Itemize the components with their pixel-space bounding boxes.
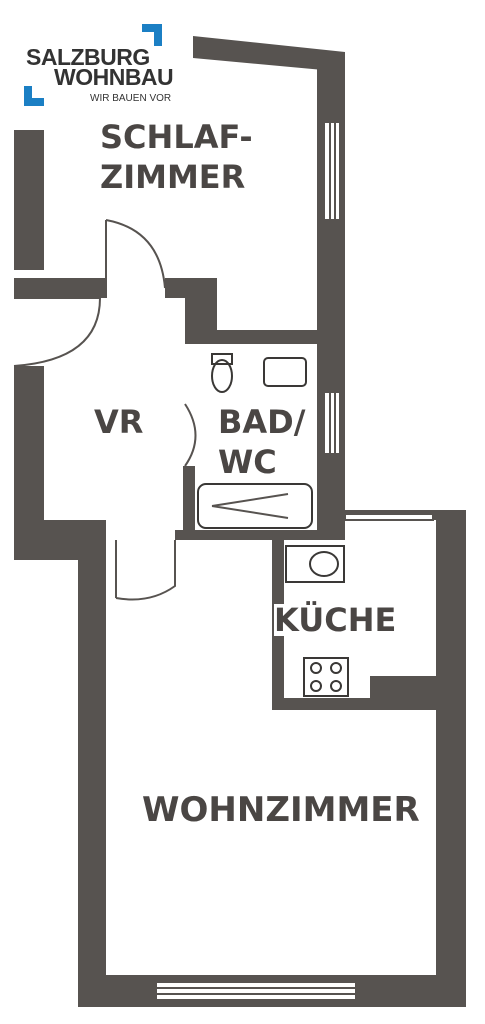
room-label-bath-line1: BAD/ bbox=[218, 403, 306, 441]
burner-3 bbox=[310, 680, 322, 692]
room-label-hall: VR bbox=[94, 403, 144, 441]
cooktop bbox=[303, 657, 349, 697]
living-door-swing bbox=[115, 540, 176, 601]
bathtub bbox=[197, 483, 313, 529]
washbasin bbox=[263, 357, 307, 387]
bedroom-left-wall bbox=[14, 130, 44, 270]
bath-top-wall bbox=[185, 330, 345, 344]
bath-door-swing bbox=[184, 403, 197, 467]
burner-2 bbox=[330, 662, 342, 674]
toilet bbox=[211, 359, 233, 393]
bath-left-wall bbox=[185, 278, 217, 336]
kitchen-window bbox=[344, 513, 434, 521]
burner-4 bbox=[330, 680, 342, 692]
bedroom-top-wall bbox=[193, 36, 345, 72]
room-label-living: WOHNZIMMER bbox=[142, 790, 420, 830]
bath-bottom-wall bbox=[175, 530, 345, 540]
kitchen-sink bbox=[285, 545, 345, 583]
hall-left-wall-upper bbox=[14, 366, 44, 560]
logo-corner-mark bbox=[24, 86, 32, 106]
kitchen-right-block bbox=[370, 676, 436, 698]
room-label-bath-line2: WC bbox=[218, 443, 277, 481]
logo-corner-mark bbox=[142, 24, 162, 32]
company-logo: SALZBURG WOHNBAU WIR BAUEN VOR bbox=[24, 24, 174, 114]
burner-1 bbox=[310, 662, 322, 674]
room-label-bedroom-line1: SCHLAF- bbox=[100, 118, 253, 156]
toilet-tank bbox=[211, 353, 233, 365]
bathtub-drain bbox=[211, 493, 289, 519]
kitchen-bottom-wall bbox=[272, 698, 436, 710]
logo-text-line2: WOHNBAU bbox=[54, 64, 174, 90]
entrance-door-swing bbox=[13, 297, 102, 367]
living-window bbox=[155, 981, 357, 1001]
bath-divider bbox=[183, 466, 195, 532]
bedroom-bottom-wall-left bbox=[14, 278, 106, 298]
bath-window bbox=[323, 391, 341, 455]
room-label-bedroom-line2: ZIMMER bbox=[100, 158, 246, 196]
sink-bowl bbox=[309, 551, 339, 577]
logo-tagline: WIR BAUEN VOR bbox=[90, 93, 172, 104]
room-label-kitchen: KÜCHE bbox=[274, 601, 397, 639]
living-right-wall bbox=[436, 510, 466, 1007]
logo-text-line1: SALZBURG bbox=[26, 44, 150, 70]
bedroom-door-swing bbox=[105, 219, 166, 289]
living-left-wall bbox=[78, 540, 106, 1005]
bedroom-window bbox=[323, 121, 341, 221]
